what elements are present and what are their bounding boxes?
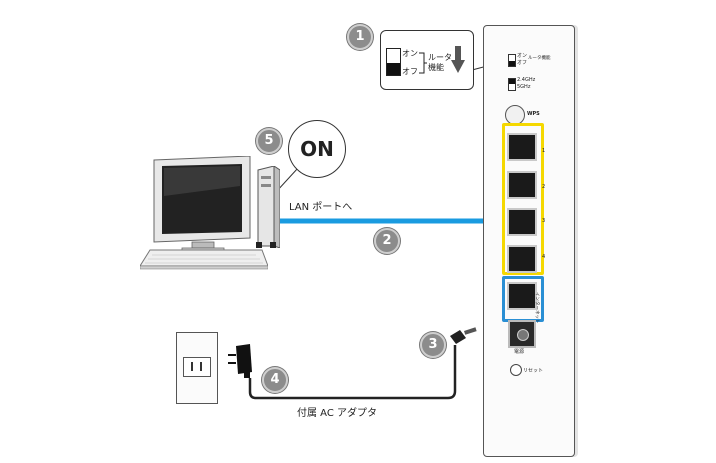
wan-port[interactable] [507, 282, 537, 310]
band-switch-top-label: 2.4GHz [517, 77, 536, 83]
power-jack[interactable] [508, 320, 536, 348]
monitor [152, 155, 252, 253]
power-label: 電源 [514, 349, 525, 355]
router-switch-off-label: オフ [517, 60, 528, 66]
callout-on-label: オン [402, 49, 418, 58]
callout-function-label-1: ルータ [428, 53, 452, 62]
lan-port-4-number: 4 [542, 254, 546, 260]
band-switch[interactable] [508, 78, 516, 91]
on-speech-bubble: ON [288, 120, 346, 178]
router-function-switch[interactable] [508, 54, 516, 67]
lan-port-3[interactable] [507, 208, 537, 236]
down-arrow-icon [451, 46, 465, 73]
keyboard-icon [139, 249, 269, 270]
step-4-badge: 4 [262, 367, 288, 393]
adapter-label: 付属 AC アダプタ [297, 408, 378, 419]
lan-port-2[interactable] [507, 171, 537, 199]
lan-port-label: LAN ポートへ [289, 202, 353, 213]
band-switch-bottom-label: 5GHz [517, 84, 531, 90]
lan-port-2-number: 2 [542, 184, 546, 190]
callout-switch [386, 48, 401, 76]
ac-adapter-icon [228, 344, 252, 378]
router [483, 25, 575, 457]
lan-port-group [502, 123, 544, 275]
adapter-cable [248, 345, 457, 400]
wps-label: WPS [527, 111, 540, 117]
monitor-icon [153, 155, 251, 253]
step-5-badge: 5 [256, 128, 282, 154]
wall-outlet [176, 332, 218, 404]
keyboard [139, 248, 269, 270]
callout-bracket [419, 52, 427, 74]
step-3-badge: 3 [420, 332, 446, 358]
router-switch-function-label: ルータ機能 [528, 56, 551, 61]
outlet-socket [183, 357, 211, 377]
lan-port-1-number: 1 [542, 148, 546, 154]
step-1-badge: 1 [347, 24, 373, 50]
lan-port-1[interactable] [507, 133, 537, 161]
reset-label: リセット [523, 368, 544, 374]
pc-tower [254, 165, 281, 249]
lan-port-3-number: 3 [542, 218, 546, 224]
pc-tower-icon [256, 165, 281, 249]
wan-port-label: インターネット [534, 292, 539, 324]
wps-button[interactable] [505, 105, 525, 125]
reset-button[interactable] [510, 364, 522, 376]
step-2-badge: 2 [374, 228, 400, 254]
lan-port-4[interactable] [507, 245, 537, 273]
callout-off-label: オフ [402, 67, 418, 76]
router-switch-on-label: オン [517, 53, 528, 59]
dc-plug-icon [450, 327, 477, 344]
callout-function-label-2: 機能 [428, 63, 444, 72]
